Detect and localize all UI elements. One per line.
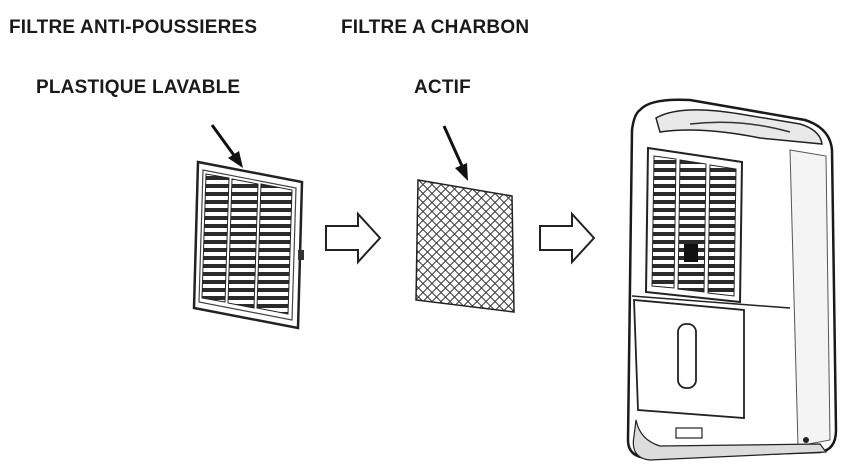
carbon-filter-pointer-arrow (442, 125, 468, 181)
carbon-filter-title: FILTRE A CHARBON (341, 17, 530, 38)
dust-filter-title: FILTRE ANTI-POUSSIERES (9, 17, 258, 38)
carbon-filter (415, 179, 515, 313)
dust-filter-subtitle: PLASTIQUE LAVABLE (36, 77, 241, 98)
flow-arrow-2 (539, 211, 596, 265)
dehumidifier-unit (626, 98, 838, 461)
dust-filter-pointer-arrow (210, 124, 243, 168)
carbon-filter-subtitle: ACTIF (414, 77, 471, 98)
dust-filter (192, 160, 304, 330)
flow-arrow-1 (325, 211, 382, 265)
